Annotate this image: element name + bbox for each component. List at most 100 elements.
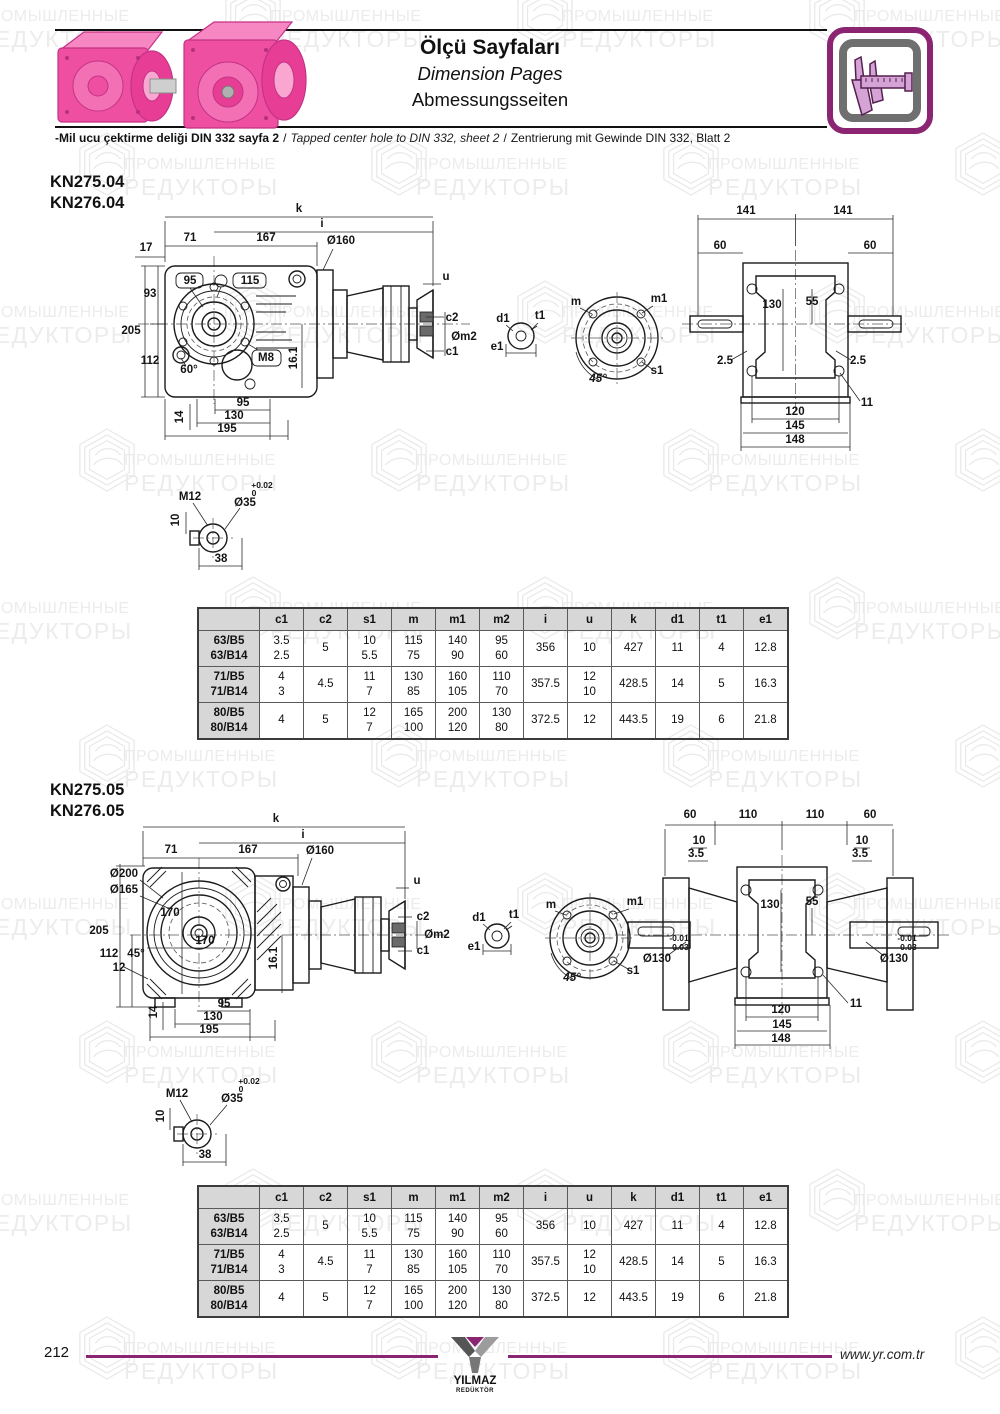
dimension-value: 11: [655, 630, 700, 667]
technical-drawing-kn275-05: ki71167Ø160Ø200Ø165u170c2205Øm2170c11124…: [89, 809, 950, 1166]
dim-label: 71: [165, 844, 178, 856]
dim-label: Ø200: [110, 868, 138, 880]
dim-label: 0: [239, 1084, 244, 1094]
dim-label: 167: [238, 844, 257, 856]
dim-label: 60°: [180, 364, 198, 376]
page-title-en: Dimension Pages: [417, 63, 563, 84]
dim-label: k: [273, 813, 280, 825]
dimension-value: 12.8: [743, 1208, 789, 1245]
dim-label: Øm2: [424, 929, 450, 941]
dim-label: 93: [144, 288, 157, 300]
gearbox-product-image: [183, 21, 307, 129]
dim-label: s1: [627, 965, 640, 977]
dim-label: 112: [100, 948, 119, 960]
size-column-header: [197, 607, 260, 631]
column-header: m: [391, 607, 436, 631]
dimension-value: 19: [655, 702, 700, 740]
dimension-value: 443.5: [611, 702, 656, 740]
dimension-value: 19: [655, 1280, 700, 1318]
main-view: [135, 216, 470, 440]
dim-label: -0.03: [669, 942, 689, 952]
dim-label: 195: [199, 1024, 219, 1036]
dim-label: u: [413, 875, 420, 887]
dim-label: 45°: [588, 373, 607, 385]
dim-label: +0.02: [238, 1076, 260, 1086]
dimension-value: 443.5: [611, 1280, 656, 1318]
dim-label: 60: [714, 240, 727, 252]
dimension-value: 372.5: [523, 702, 568, 740]
dim-label: 145: [785, 420, 805, 432]
dimension-value: 5: [303, 702, 348, 740]
dim-label: 112: [141, 355, 160, 367]
model-heading-2: KN275.05 KN276.05: [50, 780, 124, 822]
column-header: k: [611, 1185, 656, 1209]
dim-label: t1: [509, 909, 520, 921]
dim-label: 3.5: [688, 848, 705, 860]
dimension-value: 10: [567, 1208, 612, 1245]
dim-label: Øm2: [451, 331, 477, 343]
shaft-detail-view: [169, 1099, 228, 1166]
model-number: KN276.04: [50, 194, 125, 212]
column-header: m2: [479, 607, 524, 631]
dim-label: 95: [184, 275, 197, 287]
dimension-value: 357.5: [523, 1244, 568, 1281]
dim-label: M8: [258, 352, 275, 364]
dim-label: 120: [771, 1004, 790, 1016]
dim-label: 130: [224, 410, 243, 422]
footer-rule-right: [508, 1355, 832, 1358]
dim-label: 45°: [562, 972, 581, 984]
dim-label: 2.5: [717, 355, 734, 367]
column-header: s1: [347, 1185, 392, 1209]
dim-label: 71: [184, 232, 197, 244]
page-number: 212: [44, 1344, 70, 1361]
dim-label: -0.03: [897, 942, 917, 952]
dimension-value: 356: [523, 630, 568, 667]
dim-label: m1: [627, 896, 644, 908]
dim-label: c1: [417, 945, 430, 957]
page-title-de: Abmessungsseiten: [411, 89, 569, 110]
dim-label: 60: [864, 809, 877, 821]
dim-label: m: [571, 296, 581, 308]
column-header: c2: [303, 1185, 348, 1209]
dim-label: M12: [179, 491, 201, 503]
technical-drawing-kn275-04: ki71167Ø16017u9511593c2205Øm2c111260°M81…: [121, 203, 906, 570]
column-header: t1: [699, 1185, 744, 1209]
dim-label: t1: [535, 310, 546, 322]
dim-label: Ø160: [306, 845, 334, 857]
dim-label: 11: [861, 397, 874, 409]
dimension-value: 372.5: [523, 1280, 568, 1318]
dimension-value: 16.3: [743, 666, 789, 703]
dimension-value: 4: [699, 1208, 744, 1245]
dimension-value: 5: [303, 1208, 348, 1245]
dim-label: d1: [496, 313, 510, 325]
dim-label: 60: [684, 809, 697, 821]
dim-label: m: [546, 899, 556, 911]
dim-label: c2: [446, 312, 459, 324]
dim-label: 120: [785, 406, 804, 418]
column-header: m2: [479, 1185, 524, 1209]
dim-label: 130: [762, 299, 781, 311]
dimension-value: 4: [259, 1280, 304, 1318]
model-number: KN275.04: [50, 173, 125, 191]
